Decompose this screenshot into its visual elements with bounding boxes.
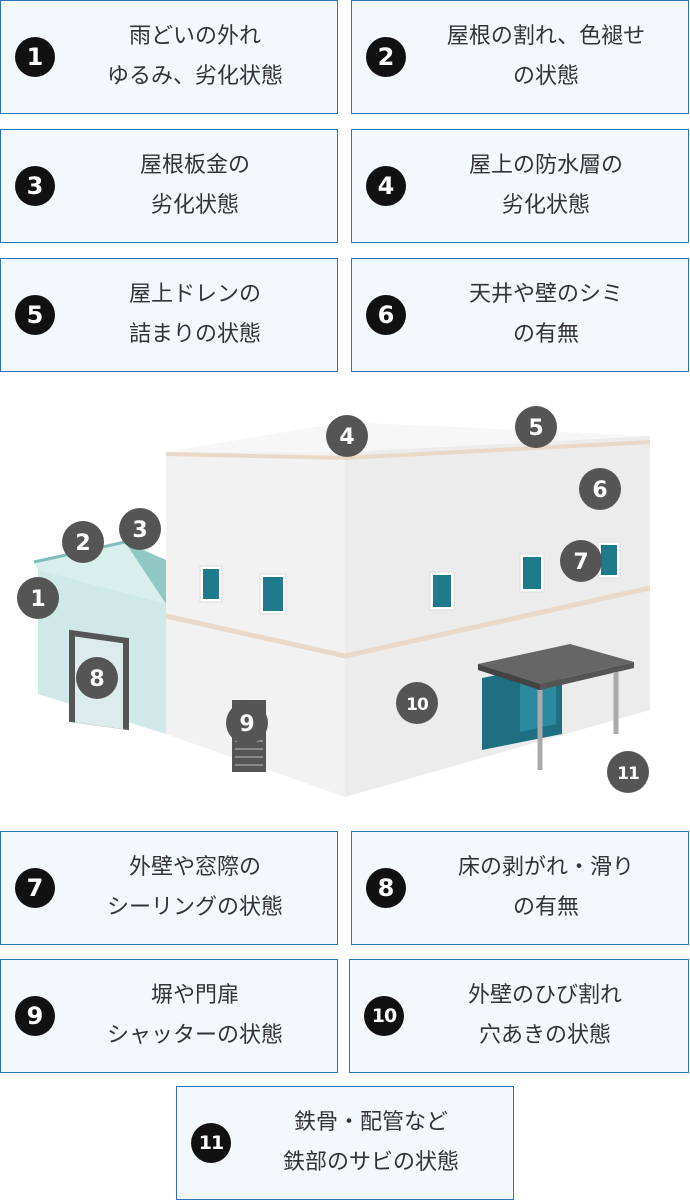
window-glass <box>523 557 541 589</box>
marker-7: 7 <box>560 540 602 582</box>
marker-8: 8 <box>76 657 118 699</box>
item-label: 屋根の割れ、色褪せ の状態 <box>410 1 682 113</box>
item-label-line1: 鉄骨・配管など <box>293 1110 448 1135</box>
marker-1: 1 <box>17 577 59 619</box>
item-card-6: 6 天井や壁のシミ の有無 <box>351 258 689 372</box>
item-label: 雨どいの外れ ゆるみ、劣化状態 <box>59 1 331 113</box>
parapet <box>165 440 651 461</box>
item-label: 屋上ドレンの 詰まりの状態 <box>59 259 331 371</box>
item-number-badge: 11 <box>191 1123 231 1163</box>
item-label-line1: 床の剥がれ・滑り <box>457 855 634 880</box>
marker-label: 3 <box>132 518 147 543</box>
marker-5: 5 <box>515 406 557 448</box>
marker-4: 4 <box>326 415 368 457</box>
item-label-line2: 鉄部のサビの状態 <box>282 1150 459 1175</box>
item-label-line2: シーリングの状態 <box>106 895 283 920</box>
item-label-line2: ゆるみ、劣化状態 <box>106 64 283 89</box>
item-label-line1: 外壁や窓際の <box>128 855 261 880</box>
item-label-line1: 雨どいの外れ <box>128 24 261 49</box>
item-card-8: 8 床の剥がれ・滑り の有無 <box>351 831 689 945</box>
window-glass <box>263 577 283 611</box>
marker-9: 9 <box>226 702 268 744</box>
item-number-badge: 5 <box>15 295 55 335</box>
item-card-3: 3 屋根板金の 劣化状態 <box>0 129 338 243</box>
canopy-edge-right <box>540 662 634 690</box>
item-card-5: 5 屋上ドレンの 詰まりの状態 <box>0 258 338 372</box>
item-card-2: 2 屋根の割れ、色褪せ の状態 <box>351 0 689 114</box>
item-label-line2: 劣化状態 <box>150 193 239 218</box>
item-number-badge: 9 <box>15 996 55 1036</box>
marker-label: 10 <box>406 695 429 715</box>
marker-3: 3 <box>119 508 161 550</box>
item-label: 塀や門扉 シャッターの状態 <box>59 960 331 1072</box>
item-number-badge: 1 <box>15 37 55 77</box>
item-label: 屋上の防水層の 劣化状態 <box>410 130 682 242</box>
item-label: 鉄骨・配管など 鉄部のサビの状態 <box>235 1087 507 1199</box>
item-card-7: 7 外壁や窓際の シーリングの状態 <box>0 831 338 945</box>
item-label: 天井や壁のシミ の有無 <box>410 259 682 371</box>
window-glass <box>601 545 617 575</box>
marker-label: 5 <box>528 416 543 441</box>
window-glass <box>203 569 219 599</box>
marker-label: 11 <box>617 764 639 784</box>
item-number-badge: 8 <box>366 868 406 908</box>
marker-label: 7 <box>573 550 588 575</box>
floor-band <box>165 585 651 659</box>
marker-label: 2 <box>75 531 90 556</box>
canopy-top <box>478 644 634 684</box>
item-card-1: 1 雨どいの外れ ゆるみ、劣化状態 <box>0 0 338 114</box>
item-card-9: 9 塀や門扉 シャッターの状態 <box>0 959 338 1073</box>
item-label: 屋根板金の 劣化状態 <box>59 130 331 242</box>
window-glass <box>433 575 451 607</box>
item-number-badge: 10 <box>364 996 404 1036</box>
marker-6: 6 <box>579 468 621 510</box>
item-label-line2: の有無 <box>512 322 579 347</box>
item-label-line2: の有無 <box>512 895 579 920</box>
canopy-edge <box>478 664 540 690</box>
item-label-line1: 屋上ドレンの <box>128 282 261 307</box>
marker-label: 9 <box>239 712 254 737</box>
item-label: 床の剥がれ・滑り の有無 <box>410 832 682 944</box>
item-label: 外壁のひび割れ 穴あきの状態 <box>408 960 682 1072</box>
marker-label: 1 <box>30 587 45 612</box>
item-label-line1: 屋根板金の <box>139 153 250 178</box>
item-label-line2: 穴あきの状態 <box>478 1023 611 1048</box>
item-label-line2: シャッターの状態 <box>106 1023 283 1048</box>
annex-roof-front <box>34 542 166 604</box>
item-number-badge: 3 <box>15 166 55 206</box>
marker-11: 11 <box>607 751 649 793</box>
marker-10: 10 <box>396 682 438 724</box>
item-number-badge: 6 <box>366 295 406 335</box>
item-label-line1: 塀や門扉 <box>150 983 239 1008</box>
item-label-line2: 詰まりの状態 <box>128 322 261 347</box>
item-label-line2: の状態 <box>512 64 579 89</box>
item-label-line1: 天井や壁のシミ <box>468 282 623 307</box>
item-number-badge: 7 <box>15 868 55 908</box>
item-label-line2: 劣化状態 <box>501 193 590 218</box>
roof-top <box>166 422 650 452</box>
main-wall-left <box>166 452 345 797</box>
marker-label: 8 <box>89 667 104 692</box>
item-label-line1: 外壁のひび割れ <box>467 983 622 1008</box>
item-card-4: 4 屋上の防水層の 劣化状態 <box>351 129 689 243</box>
marker-label: 4 <box>339 425 354 450</box>
item-label-line1: 屋上の防水層の <box>468 153 623 178</box>
marker-2: 2 <box>62 521 104 563</box>
item-number-badge: 4 <box>366 166 406 206</box>
item-card-10: 10 外壁のひび割れ 穴あきの状態 <box>349 959 689 1073</box>
item-number-badge: 2 <box>366 37 406 77</box>
item-label-line1: 屋根の割れ、色褪せ <box>446 24 646 49</box>
marker-label: 6 <box>592 478 607 503</box>
item-card-11: 11 鉄骨・配管など 鉄部のサビの状態 <box>176 1086 514 1200</box>
item-label: 外壁や窓際の シーリングの状態 <box>59 832 331 944</box>
building-illustration: 1 2 3 4 5 6 7 8 9 10 11 <box>17 406 651 797</box>
